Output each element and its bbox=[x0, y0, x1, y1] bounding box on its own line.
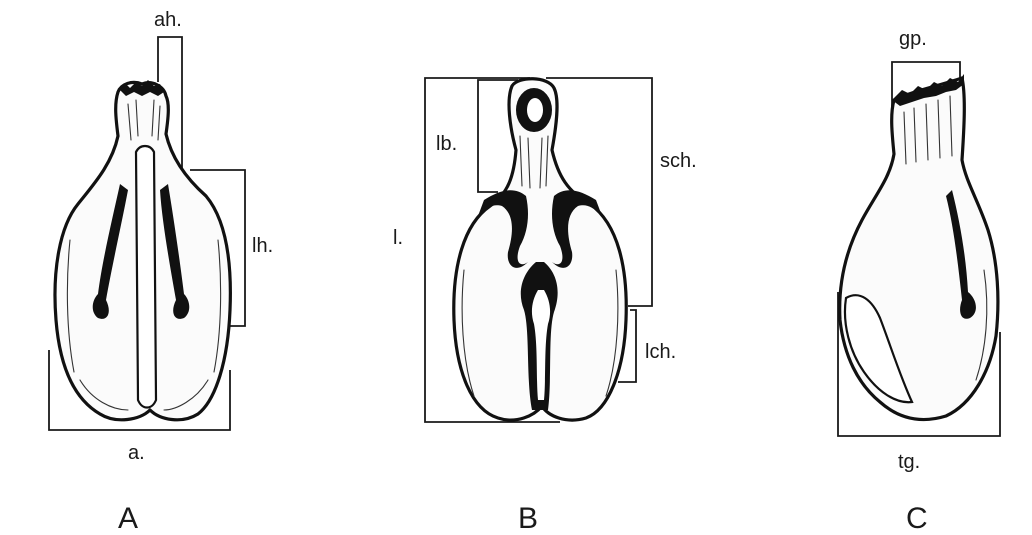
label-gp: gp. bbox=[899, 28, 927, 50]
seed-b-beak-inner bbox=[527, 98, 543, 122]
label-lb: lb. bbox=[436, 133, 457, 155]
label-lch: lch. bbox=[645, 341, 676, 363]
panel-label-a: A bbox=[118, 502, 138, 535]
label-a: a. bbox=[128, 442, 145, 464]
label-lh: lh. bbox=[252, 235, 273, 257]
panel-label-c: C bbox=[906, 502, 928, 535]
label-tg: tg. bbox=[898, 451, 920, 473]
figure-c: gp. tg. C bbox=[838, 28, 1000, 535]
label-ah: ah. bbox=[154, 9, 182, 31]
label-l: l. bbox=[393, 227, 403, 249]
label-sch: sch. bbox=[660, 150, 697, 172]
figure-b: l. lb. sch. lch. B bbox=[393, 78, 697, 535]
panel-label-b: B bbox=[518, 502, 538, 535]
seed-a-groove bbox=[136, 146, 156, 408]
figure-a: ah. lh. a. A bbox=[49, 9, 273, 535]
